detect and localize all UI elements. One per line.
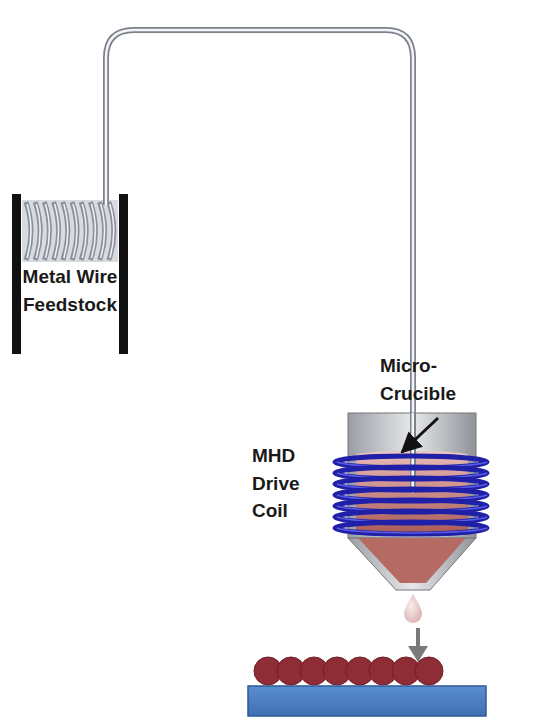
winding xyxy=(72,202,77,260)
flow-arrow-shaft xyxy=(416,628,420,648)
winding-highlight xyxy=(73,204,77,258)
winding-highlight xyxy=(36,204,40,258)
winding-highlight xyxy=(64,204,68,258)
part-label: Metal Wire Feedstock xyxy=(22,263,118,318)
winding xyxy=(26,202,31,260)
winding xyxy=(44,202,49,260)
winding-highlight xyxy=(91,204,95,258)
coil-turn xyxy=(335,522,487,534)
droplet xyxy=(404,594,422,623)
mhd-drive-coil xyxy=(335,456,487,534)
winding xyxy=(90,202,95,260)
winding xyxy=(81,202,86,260)
winding-highlight xyxy=(110,204,114,258)
winding-highlight xyxy=(55,204,59,258)
winding-highlight xyxy=(82,204,86,258)
deposited-droplets xyxy=(254,657,443,685)
winding xyxy=(35,202,40,260)
winding xyxy=(100,202,105,260)
winding-highlight xyxy=(45,204,49,258)
leader-arrow xyxy=(402,418,438,452)
wire-spool xyxy=(12,194,128,354)
part-label: MHD Drive Coil xyxy=(252,442,330,525)
substrate xyxy=(248,686,486,716)
part-label: Micro-Crucible xyxy=(380,352,480,407)
spool-windings xyxy=(26,202,114,260)
coil-turn-highlight xyxy=(337,528,487,533)
winding xyxy=(63,202,68,260)
winding-highlight xyxy=(27,204,31,258)
deposit-droplet xyxy=(415,657,443,685)
winding xyxy=(54,202,59,260)
winding xyxy=(109,202,114,260)
winding-highlight xyxy=(101,204,105,258)
